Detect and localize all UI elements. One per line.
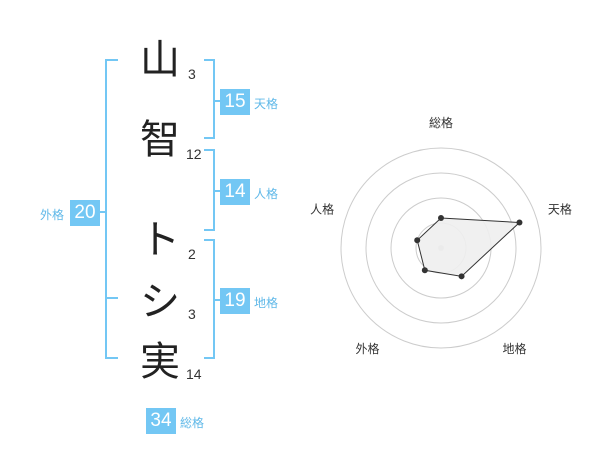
radar-point-2 (516, 219, 523, 226)
gaikaku-bracket (105, 59, 118, 359)
radar-point-3 (458, 273, 465, 280)
jinkaku-badge: 14 (220, 179, 250, 205)
radar-grid-ring (365, 172, 517, 324)
radar-axis-label-3: 地格 (502, 341, 526, 356)
soukaku-badge: 34 (146, 408, 176, 434)
stroke-count-4: 3 (188, 306, 196, 322)
stroke-count-1: 3 (188, 66, 196, 82)
tenkaku-badge: 15 (220, 89, 250, 115)
gaikaku-label: 外格 (40, 208, 65, 222)
radar-axis-label-2: 天格 (548, 201, 572, 216)
name-char-3: ト (140, 217, 180, 263)
radar-point-4 (421, 267, 428, 274)
radar-grid-ring (340, 147, 542, 349)
radar-axis-label-4: 外格 (356, 341, 380, 356)
name-char-5: 実 (140, 339, 180, 385)
soukaku-label: 総格 (180, 416, 205, 430)
name-char-4: シ (140, 279, 180, 325)
chikaku-badge: 19 (220, 288, 250, 314)
stroke-count-2: 12 (186, 146, 202, 162)
gaikaku-badge: 20 (70, 200, 100, 226)
tenkaku-label: 天格 (254, 97, 279, 111)
tenkaku-bracket (204, 59, 215, 139)
radar-axis-label-5: 人格 (310, 201, 334, 216)
jinkaku-label: 人格 (254, 187, 279, 201)
radar-series-area (416, 217, 521, 277)
stroke-count-5: 14 (186, 366, 202, 382)
name-char-2: 智 (140, 117, 180, 163)
name-char-1: 山 (140, 37, 180, 83)
chikaku-label: 地格 (254, 296, 279, 310)
radar-axis-label-1: 総格 (429, 115, 453, 130)
radar-point-5 (414, 237, 421, 244)
radar-point-1 (438, 215, 444, 221)
stroke-count-3: 2 (188, 246, 196, 262)
